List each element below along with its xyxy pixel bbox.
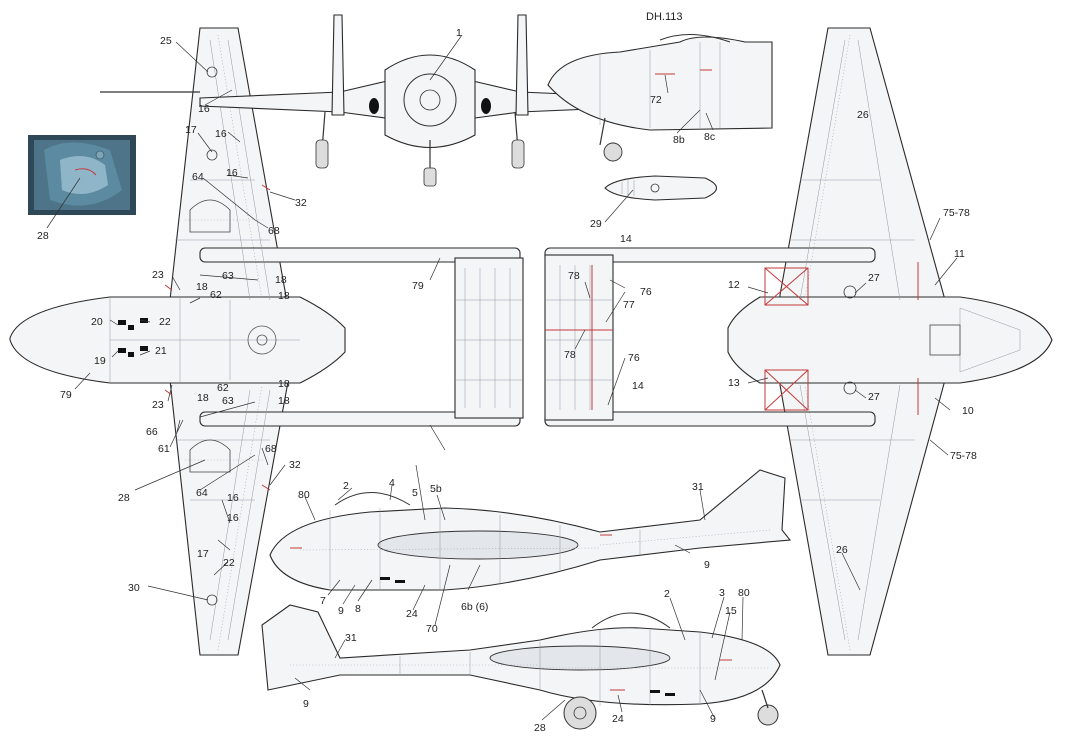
callout-label: 22 <box>159 316 171 328</box>
callout-label: 1 <box>456 27 462 39</box>
callout-label: 18 <box>278 395 290 407</box>
callout-label: 9 <box>710 713 716 725</box>
callout-label: 22 <box>223 557 235 569</box>
callout-label: 70 <box>426 623 438 635</box>
callout-label: 78 <box>568 270 580 282</box>
callout-label: 66 <box>146 426 158 438</box>
callout-label: 80 <box>298 489 310 501</box>
reference-photo <box>28 135 136 215</box>
callout-label: 24 <box>612 713 624 725</box>
callout-label: 77 <box>623 299 635 311</box>
callout-label: 16 <box>226 167 238 179</box>
callout-label: 16 <box>198 103 210 115</box>
callout-label: 80 <box>738 587 750 599</box>
callout-label: 3 <box>719 587 725 599</box>
callout-label: 13 <box>728 377 740 389</box>
access-panel-detail <box>604 175 718 201</box>
callout-label: 72 <box>650 94 662 106</box>
callout-label: 26 <box>836 544 848 556</box>
callout-label: 32 <box>289 459 301 471</box>
callout-label: 78 <box>564 349 576 361</box>
callout-label: 31 <box>692 481 704 493</box>
callout-label: 31 <box>345 632 357 644</box>
callout-label: 8b <box>673 134 685 146</box>
callout-label: 79 <box>412 280 424 292</box>
callout-label: 12 <box>728 279 740 291</box>
callout-label: 8c <box>704 131 715 143</box>
underside-view-plan <box>544 27 1053 656</box>
nose-side-detail <box>547 33 773 162</box>
callout-label: 14 <box>632 380 644 392</box>
callout-label: 76 <box>640 286 652 298</box>
callout-label: 79 <box>60 389 72 401</box>
callout-label: 9 <box>338 605 344 617</box>
callout-label: 16 <box>215 128 227 140</box>
callout-label: 18 <box>275 274 287 286</box>
callout-label: 30 <box>128 582 140 594</box>
callout-label: 75-78 <box>943 207 970 219</box>
callout-label: 24 <box>406 608 418 620</box>
callout-label: 76 <box>628 352 640 364</box>
callout-label: 9 <box>704 559 710 571</box>
callout-label: 26 <box>857 109 869 121</box>
callout-label: 68 <box>265 443 277 455</box>
callout-label: 25 <box>160 35 172 47</box>
callout-label: 5 <box>412 487 418 499</box>
callout-label: 61 <box>158 443 170 455</box>
callout-label: 20 <box>91 316 103 328</box>
callout-label: 5b <box>430 483 442 495</box>
callout-label: 68 <box>268 225 280 237</box>
callout-label: 4 <box>389 477 395 489</box>
callout-label: 28 <box>37 230 49 242</box>
callout-label: 9 <box>303 698 309 710</box>
callout-label: 18 <box>196 281 208 293</box>
callout-label: 21 <box>155 345 167 357</box>
callout-label: 75-78 <box>950 450 977 462</box>
callout-label: 2 <box>343 480 349 492</box>
callout-label: 27 <box>868 391 880 403</box>
callout-label: 62 <box>210 289 222 301</box>
callout-label: 16 <box>227 512 239 524</box>
callout-label: 28 <box>118 492 130 504</box>
callout-label: 14 <box>620 233 632 245</box>
callout-label: 18 <box>278 378 290 390</box>
callout-label: 62 <box>217 382 229 394</box>
leader-lines <box>46 34 958 721</box>
callout-label: 2 <box>664 588 670 600</box>
callout-label: 23 <box>152 269 164 281</box>
callout-label: 27 <box>868 272 880 284</box>
callout-label: 18 <box>278 290 290 302</box>
callout-label: 17 <box>197 548 209 560</box>
diagram-title: DH.113 <box>646 11 682 23</box>
callout-labels: 25 16 17 16 16 64 68 32 23 18 63 62 18 1… <box>37 27 977 734</box>
callout-label: 10 <box>962 405 974 417</box>
top-view-plan <box>9 27 524 656</box>
front-view <box>199 14 661 187</box>
callout-label: 63 <box>222 395 234 407</box>
right-side-profile <box>261 604 781 730</box>
callout-label: 23 <box>152 399 164 411</box>
callout-label: 28 <box>534 722 546 734</box>
callout-label: 15 <box>725 605 737 617</box>
callout-label: 6b (6) <box>461 601 488 613</box>
callout-label: 64 <box>196 487 208 499</box>
callout-label: 16 <box>227 492 239 504</box>
callout-label: 7 <box>320 595 326 607</box>
callout-label: 17 <box>185 124 197 136</box>
callout-label: 64 <box>192 171 204 183</box>
left-side-profile <box>269 469 792 591</box>
callout-label: 63 <box>222 270 234 282</box>
callout-label: 11 <box>954 248 965 260</box>
callout-label: 29 <box>590 218 602 230</box>
callout-label: 8 <box>355 603 361 615</box>
callout-label: 18 <box>197 392 209 404</box>
callout-label: 19 <box>94 355 106 367</box>
callout-label: 32 <box>295 197 307 209</box>
